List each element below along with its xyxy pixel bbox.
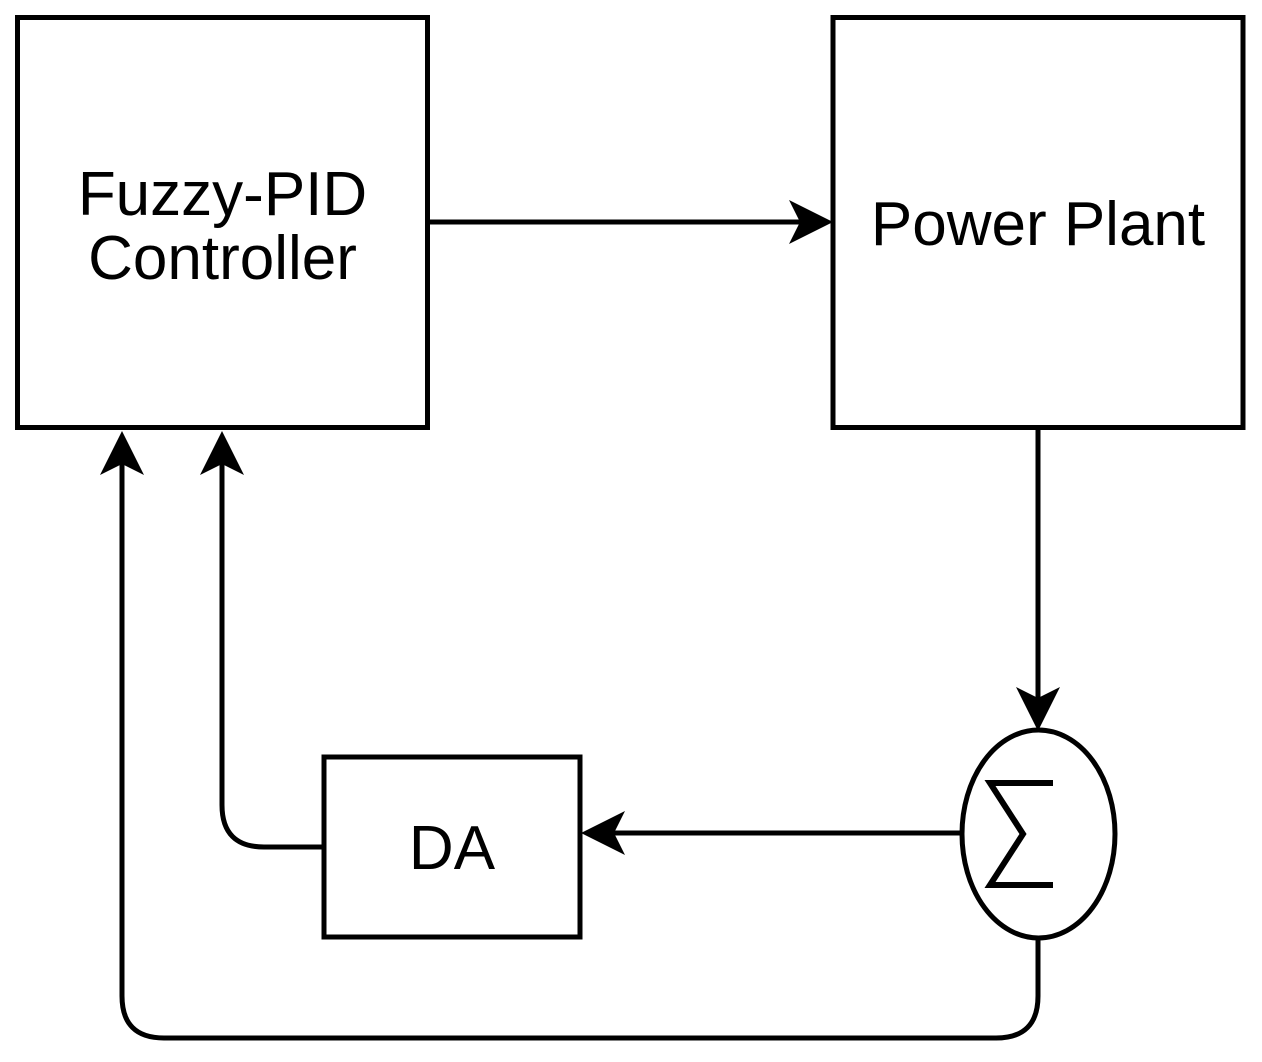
controller-label-line1: Fuzzy-PID [78, 160, 367, 229]
power-plant-label: Power Plant [871, 190, 1205, 259]
controller-box [15, 15, 430, 430]
edge-da-to-controller [200, 431, 324, 850]
edge-sum-junction-to-controller-feedback [100, 431, 1041, 1041]
da-box [321, 754, 583, 940]
da-label: DA [409, 814, 496, 883]
sigma-icon [984, 780, 1053, 888]
controller-label-line2: Controller [88, 224, 357, 293]
power-plant-box [830, 15, 1246, 430]
sum-junction-ellipse [959, 727, 1118, 941]
